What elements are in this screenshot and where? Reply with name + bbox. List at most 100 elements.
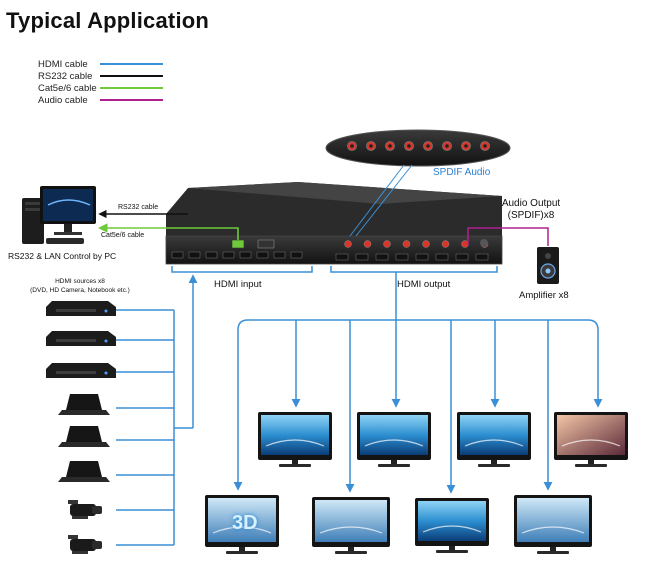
dvd-player-icon	[46, 331, 116, 346]
tv-stand	[537, 551, 569, 554]
output-bus	[237, 319, 599, 331]
tv-stand	[335, 551, 367, 554]
notebook-base	[58, 442, 110, 447]
tv-icon	[357, 412, 431, 467]
tv-neck	[491, 460, 497, 464]
legend-label: HDMI cable	[38, 59, 88, 70]
spdif-jack-core	[407, 144, 411, 148]
cat5-cable-label: Cat5e/6 cable	[101, 232, 145, 239]
hdmi-input-port	[256, 251, 269, 259]
dvd-body	[46, 301, 116, 316]
spdif-jack-core	[369, 144, 373, 148]
tv-neck	[239, 547, 245, 551]
tv-screen-wave	[319, 526, 383, 534]
notebook-screen	[66, 426, 102, 442]
notebook-icon	[58, 394, 110, 415]
dvd-tray	[56, 309, 96, 312]
hdmi-input-port	[273, 251, 286, 259]
hdmi-output-port	[395, 253, 409, 261]
hdmi-matrix-switcher-icon	[165, 182, 503, 265]
spdif-link-1	[349, 164, 405, 237]
tv-screen	[557, 415, 625, 455]
camcorder-body	[70, 539, 96, 551]
spdif-output-jack	[344, 240, 352, 248]
tv-icon	[312, 497, 390, 554]
dvd-led	[104, 371, 108, 375]
dvd-led	[104, 339, 108, 343]
hdmi-input-port	[239, 251, 252, 259]
hdmi-input-port	[171, 251, 184, 259]
hdmi-input-label: HDMI input	[214, 279, 262, 290]
tv-screen-wave	[212, 526, 272, 534]
sources-label-line1: HDMI sources x8	[55, 278, 105, 285]
page-title: Typical Application	[6, 8, 210, 33]
spdif-audio-panel-icon	[325, 129, 511, 167]
legend-label: RS232 cable	[38, 71, 93, 82]
tv-screen	[208, 498, 276, 542]
tv-neck	[348, 547, 354, 551]
tv-icon	[554, 412, 628, 467]
legend-label: Audio cable	[38, 95, 88, 106]
rs232-cable-label: RS232 cable	[118, 204, 159, 211]
spdif-jack-core	[445, 144, 449, 148]
tv-screen	[517, 498, 589, 542]
spdif-output-jack	[422, 240, 430, 248]
hdmi-output-port	[355, 253, 369, 261]
legend	[100, 63, 163, 101]
pc-control-label: RS232 & LAN Control by PC	[8, 251, 117, 261]
dvd-tray	[56, 371, 96, 374]
hdmi-output-port	[375, 253, 389, 261]
dvd-body	[46, 331, 116, 346]
tv-screen-wave	[422, 525, 482, 533]
tv-screen	[315, 500, 387, 542]
notebook-screen	[66, 394, 102, 410]
cat5-cable-line	[98, 223, 239, 240]
dvd-led	[104, 309, 108, 313]
spdif-jack-core	[464, 144, 468, 148]
hdmi-output-port	[335, 253, 349, 261]
hdmi-output-port	[435, 253, 449, 261]
hdmi-input-port	[188, 251, 201, 259]
spdif-jack-core	[388, 144, 392, 148]
hdmi-input-port	[205, 251, 218, 259]
hdmi-output-port	[455, 253, 469, 261]
hdmi-input-port	[290, 251, 303, 259]
tv-neck	[391, 460, 397, 464]
spdif-jack-core	[350, 144, 354, 148]
tv-icon	[205, 495, 279, 554]
tv-screen-wave	[521, 526, 585, 534]
tv-stand	[478, 464, 510, 467]
notebook-base	[58, 410, 110, 415]
spdif-jack-core	[483, 144, 487, 148]
tv-screen	[418, 501, 486, 541]
audio-cable-line	[467, 227, 549, 246]
tv-neck	[292, 460, 298, 464]
audio-output-label-line2: (SPDIF)x8	[507, 210, 555, 221]
camcorder-base	[72, 516, 88, 519]
spdif-jack-core	[426, 144, 430, 148]
spdif-output-jack	[402, 240, 411, 248]
camcorder-icon	[68, 500, 102, 519]
tv-screen-wave	[265, 439, 325, 447]
dvd-player-icon	[46, 301, 116, 316]
tv-icon	[514, 495, 592, 554]
hdmi-output-bracket	[330, 266, 498, 273]
hdmi-output-port	[415, 253, 429, 261]
dvd-player-icon	[46, 363, 116, 378]
tv-screen-wave	[364, 439, 424, 447]
tv-stand	[436, 550, 468, 553]
tv-stand	[226, 551, 258, 554]
tv-stand	[279, 464, 311, 467]
tv-stand	[378, 464, 410, 467]
tv-screen	[261, 415, 329, 455]
tv-screen-wave	[561, 439, 621, 447]
tv-neck	[588, 460, 594, 464]
3d-overlay-text: 3D	[232, 512, 258, 534]
camcorder-base	[72, 551, 88, 554]
spdif-link-2	[355, 164, 413, 237]
tv-stand	[575, 464, 607, 467]
tv-icon	[457, 412, 531, 467]
notebook-icon	[58, 461, 110, 482]
